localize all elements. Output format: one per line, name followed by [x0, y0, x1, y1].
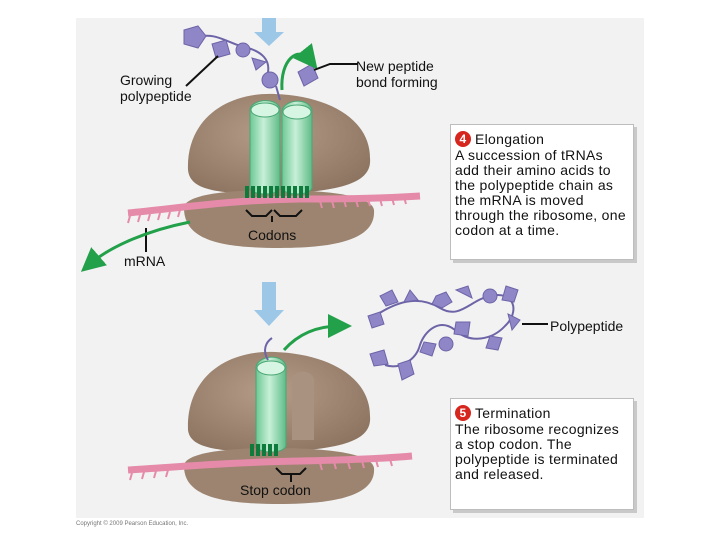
incoming-arrow-bottom — [254, 282, 284, 326]
growing-polypeptide-label: Growing polypeptide — [120, 72, 192, 104]
step-description: The ribosome recognizes a stop codon. Th… — [455, 421, 620, 482]
mrna-exit-arrow — [80, 220, 191, 272]
leader-codons — [245, 209, 303, 222]
codons-label: Codons — [248, 227, 297, 243]
elongation-callout: 4 Elongation A succession of tRNAs add t… — [450, 124, 634, 260]
trna-a-site — [281, 100, 313, 198]
step-description: A succession of tRNAs add their amino ac… — [455, 147, 626, 238]
copyright-notice: Copyright © 2009 Pearson Education, Inc. — [76, 521, 189, 527]
step-number-badge: 4 — [455, 131, 471, 147]
polypeptide-label: Polypeptide — [550, 318, 624, 334]
leader-growing-polypeptide — [185, 55, 219, 87]
incoming-trna-arrow-top — [254, 18, 284, 46]
leader-new-peptide-bond — [313, 63, 358, 71]
released-polypeptide — [367, 285, 521, 381]
mrna-strand-bottom — [127, 452, 413, 481]
release-arrow — [282, 314, 352, 351]
peptide-bond-arrow — [280, 43, 318, 91]
mrna-strand-top — [127, 192, 421, 224]
growing-polypeptide-chain — [183, 25, 319, 101]
stop-codon-label: Stop codon — [240, 482, 311, 498]
mrna-label: mRNA — [124, 253, 166, 269]
trna-p-site — [245, 100, 281, 198]
new-peptide-bond-label: New peptide bond forming — [356, 58, 438, 90]
step-number-badge: 5 — [455, 405, 471, 421]
step-title: Elongation — [475, 130, 545, 147]
leader-stop-codon — [275, 467, 307, 482]
termination-callout: 5 Termination The ribosome recognizes a … — [450, 398, 634, 510]
trna-bottom — [250, 337, 287, 456]
step-title: Termination — [475, 404, 551, 421]
